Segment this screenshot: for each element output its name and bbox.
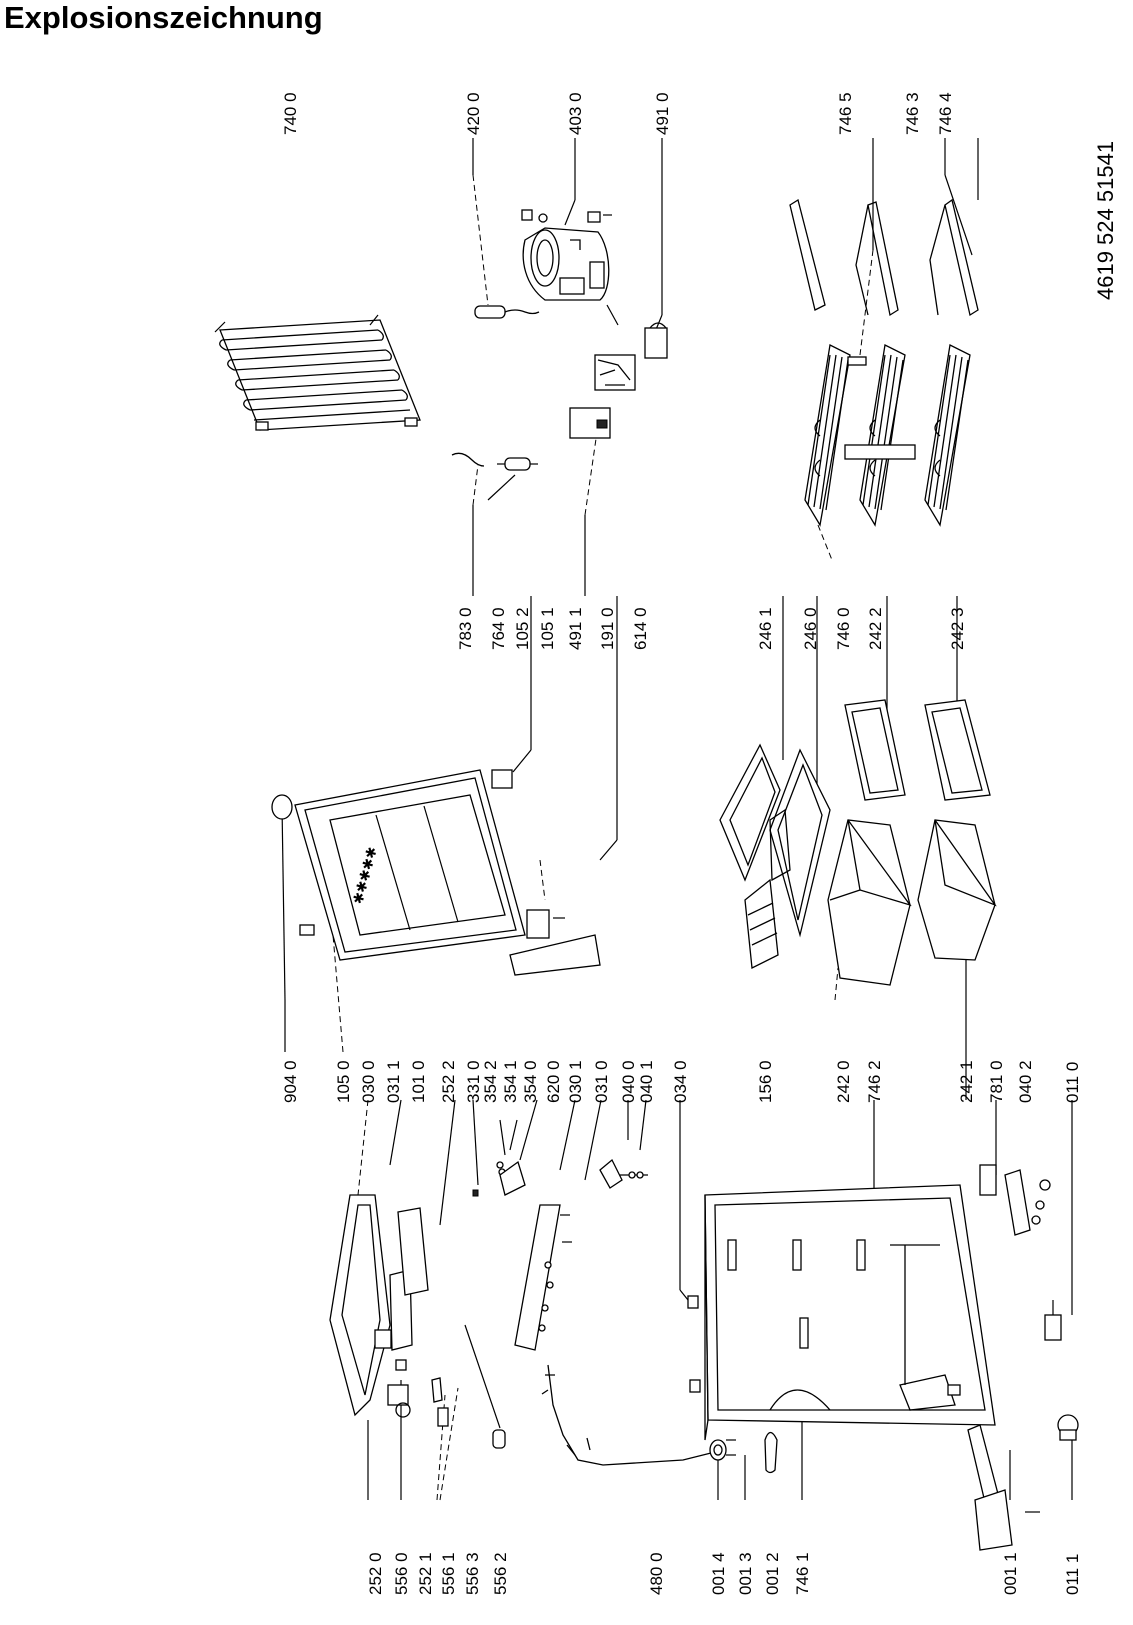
part-number-label: 620 0 [544, 1060, 563, 1103]
part-number-label: 001 1 [1001, 1552, 1020, 1595]
part-number-label: 105 2 [513, 607, 532, 650]
part-number-label: 491 1 [566, 607, 585, 650]
part-number-label: 031 0 [592, 1060, 611, 1103]
part-number-label: 556 1 [439, 1552, 458, 1595]
part-number-label: 034 0 [671, 1060, 690, 1103]
part-number-label: 556 0 [392, 1552, 411, 1595]
part-number-label: 011 0 [1063, 1062, 1082, 1103]
part-number-label: 781 0 [987, 1060, 1006, 1103]
part-number-label: 031 1 [384, 1060, 403, 1103]
part-labels: 740 0 420 0 403 0 491 0 746 5 746 3 746 4 783 0… [281, 92, 1082, 1595]
part-number-label: 491 0 [653, 92, 672, 135]
part-number-label: 040 0 [619, 1060, 638, 1103]
part-number-label: 746 4 [936, 92, 955, 135]
freezer-door: ✱✱✱✱✱ [271, 769, 601, 976]
part-number-label: 156 0 [756, 1060, 775, 1103]
part-number-label: 403 0 [566, 92, 585, 135]
part-number-label: 011 1 [1063, 1554, 1082, 1595]
part-number-label: 242 2 [866, 607, 885, 650]
part-number-label: 252 0 [366, 1552, 385, 1595]
leader-lines [281, 138, 1073, 1501]
part-number-label: 252 1 [416, 1552, 435, 1595]
control-panel [472, 1158, 648, 1351]
part-number-label: 331 0 [464, 1060, 483, 1103]
condenser [214, 314, 421, 431]
part-number-label: 480 0 [647, 1552, 666, 1595]
part-number-label: 030 0 [359, 1060, 378, 1103]
part-number-label: 740 0 [281, 92, 300, 135]
part-number-label: 904 0 [281, 1060, 300, 1103]
part-number-label: 030 1 [566, 1060, 585, 1103]
part-number-label: 614 0 [631, 607, 650, 650]
part-number-label: 556 3 [463, 1552, 482, 1595]
wiring-harness [541, 1364, 778, 1474]
compressor [474, 209, 619, 326]
part-number-label: 105 0 [334, 1060, 353, 1103]
part-number-label: 764 0 [489, 607, 508, 650]
part-number-label: 354 2 [481, 1060, 500, 1103]
part-number-label: 101 0 [409, 1060, 428, 1103]
part-number-label: 040 1 [637, 1060, 656, 1103]
page-title: Explosionszeichnung [4, 0, 323, 35]
top-cover [329, 1194, 506, 1449]
relay-starter [569, 322, 668, 439]
fittings [451, 452, 538, 501]
part-number-label: 420 0 [464, 92, 483, 135]
part-number-label: 556 2 [491, 1552, 510, 1595]
part-number-label: 242 0 [834, 1060, 853, 1103]
part-number-label: 746 1 [793, 1552, 812, 1595]
part-number-label: 783 0 [456, 607, 475, 650]
wire-shelves [789, 198, 979, 561]
part-number-label: 001 3 [736, 1552, 755, 1595]
drawers [719, 699, 997, 986]
part-number-label: 252 2 [439, 1060, 458, 1103]
part-number-label: 001 4 [709, 1552, 728, 1595]
part-number-label: 354 0 [521, 1060, 540, 1103]
part-number-label: 746 0 [834, 607, 853, 650]
part-number-label: 040 2 [1016, 1060, 1035, 1103]
part-number-label: 001 2 [763, 1552, 782, 1595]
part-number-label: 746 2 [865, 1060, 884, 1103]
part-number-label: 246 0 [801, 607, 820, 650]
part-number-label: 105 1 [538, 607, 557, 650]
part-number-label: 746 3 [903, 92, 922, 135]
part-number-label: 746 5 [836, 92, 855, 135]
part-number-label: 354 1 [501, 1060, 520, 1103]
part-number-label: 191 0 [598, 607, 617, 650]
cabinet [687, 1164, 1079, 1551]
part-number-label: 246 1 [756, 607, 775, 650]
